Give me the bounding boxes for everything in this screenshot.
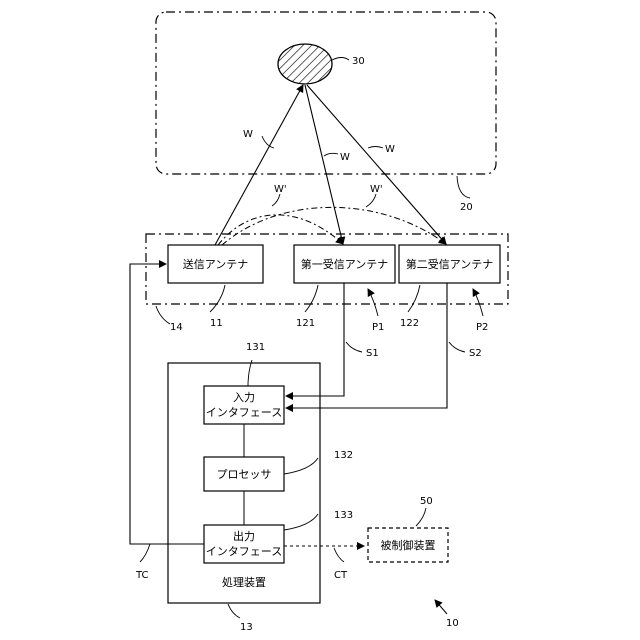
detection-region [156,12,496,174]
input-interface-line2: インタフェース [206,406,282,419]
antenna-unit-label: 14 [170,322,183,333]
wp2-leader [366,194,376,207]
wave-direct-rx2 [222,207,446,245]
tc-label: TC [135,570,149,581]
processing-device-label: 処理装置 [222,576,266,589]
rx2-ref-leader [408,285,420,312]
proc-ref-label: 13 [240,622,253,633]
target-object [278,44,332,84]
wave-w3-label: W [385,144,395,155]
proc-ref-leader [228,604,240,618]
signal-s2-line [286,283,447,408]
target-label: 30 [352,56,365,67]
output-ref-label: 133 [334,510,353,521]
output-interface-line2: インタフェース [206,545,282,558]
tx-ref-leader [210,285,225,312]
wave-w2-label: W [340,152,350,163]
rx2-ref-label: 122 [400,318,419,329]
wave-direct-rx1 [218,215,343,245]
w3-leader [368,147,383,149]
input-interface-line1: 入力 [233,391,255,404]
w2-leader [324,153,338,156]
input-ref-leader [248,360,252,386]
p2-label: P2 [476,322,488,333]
wave-target-to-rx2 [307,85,446,244]
rx1-antenna-label: 第一受信アンテナ [301,257,389,271]
processor-label: プロセッサ [217,468,272,481]
device-ref-leader [416,508,426,526]
ct-leader [334,548,344,562]
ct-label: CT [334,570,348,581]
device-ref-label: 50 [420,496,433,507]
p1-arrow [368,289,378,316]
signal-s1-line [286,283,344,396]
s1-leader [346,342,362,352]
rx1-ref-leader [305,285,318,312]
s1-label: S1 [366,348,379,359]
target-leader [332,58,349,61]
controlled-device-label: 被制御装置 [381,538,436,552]
wave-w1-label: W [243,129,253,140]
wave-wp1-label: W' [274,184,287,195]
processor-ref-leader [284,458,318,474]
wp1-leader [272,194,280,206]
rx1-ref-label: 121 [296,318,315,329]
processor-ref-label: 132 [334,450,353,461]
system-ref-arrow [435,600,447,614]
output-ref-leader [284,514,318,530]
antenna-unit-leader [156,306,170,324]
tc-control-line [130,264,204,544]
wave-tx-to-target [215,85,303,245]
input-ref-label: 131 [246,342,265,353]
rx2-antenna-label: 第二受信アンテナ [406,257,494,271]
s2-leader [449,342,465,352]
p2-arrow [473,289,483,316]
tx-ref-label: 11 [210,318,223,329]
wave-wp2-label: W' [370,184,383,195]
wave-target-to-rx1 [305,85,343,244]
p1-label: P1 [372,322,384,333]
s2-label: S2 [469,348,482,359]
output-interface-line1: 出力 [233,529,255,543]
tc-leader [140,544,150,562]
tx-antenna-label: 送信アンテナ [183,257,249,271]
region-leader [457,176,470,198]
region-label: 20 [460,202,473,213]
system-ref-label: 10 [446,618,459,629]
